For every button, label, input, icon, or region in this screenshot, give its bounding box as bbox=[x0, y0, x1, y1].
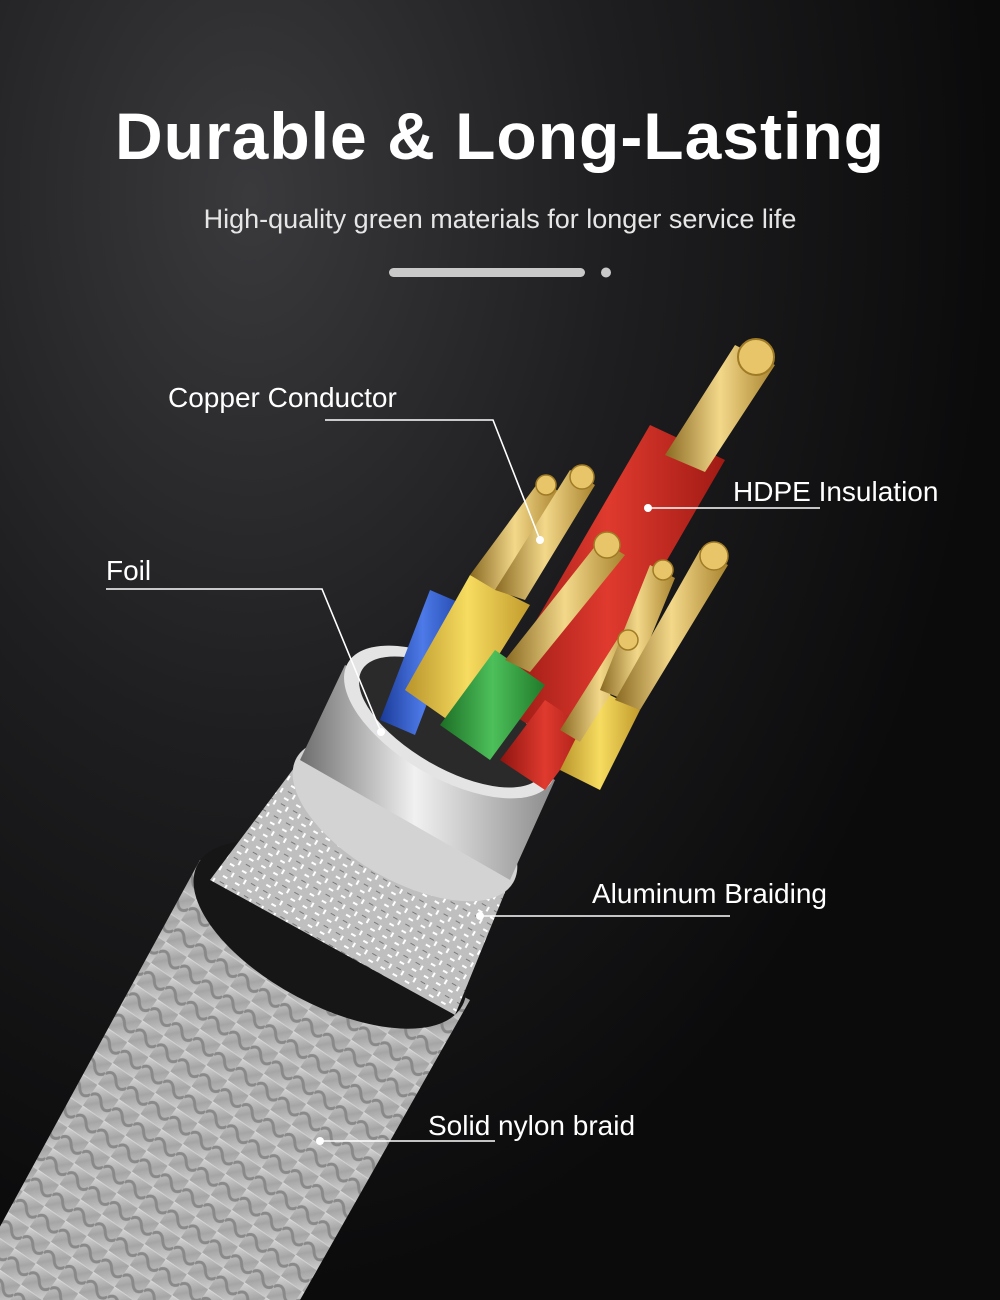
callout-line-foil bbox=[106, 588, 382, 733]
callout-dot-nylon bbox=[316, 1137, 324, 1145]
label-aluminum-braiding: Aluminum Braiding bbox=[592, 878, 827, 909]
slider-track bbox=[389, 268, 585, 277]
label-hdpe-insulation: HDPE Insulation bbox=[733, 476, 939, 507]
callout-dot-hdpe bbox=[644, 504, 652, 512]
page-title: Durable & Long-Lasting bbox=[115, 99, 885, 173]
callout-lines bbox=[106, 419, 820, 1142]
callout-dot-foil bbox=[377, 728, 385, 736]
label-foil: Foil bbox=[106, 555, 152, 586]
label-copper-conductor: Copper Conductor bbox=[168, 382, 397, 413]
page-subtitle: High-quality green materials for longer … bbox=[203, 204, 797, 234]
callout-dot-copper bbox=[536, 536, 544, 544]
inner-conductors bbox=[380, 338, 775, 790]
callout-dot-aluminum bbox=[476, 912, 484, 920]
label-nylon-braid: Solid nylon braid bbox=[428, 1110, 636, 1141]
slider-dot bbox=[601, 267, 611, 278]
callout-line-copper bbox=[325, 419, 541, 541]
